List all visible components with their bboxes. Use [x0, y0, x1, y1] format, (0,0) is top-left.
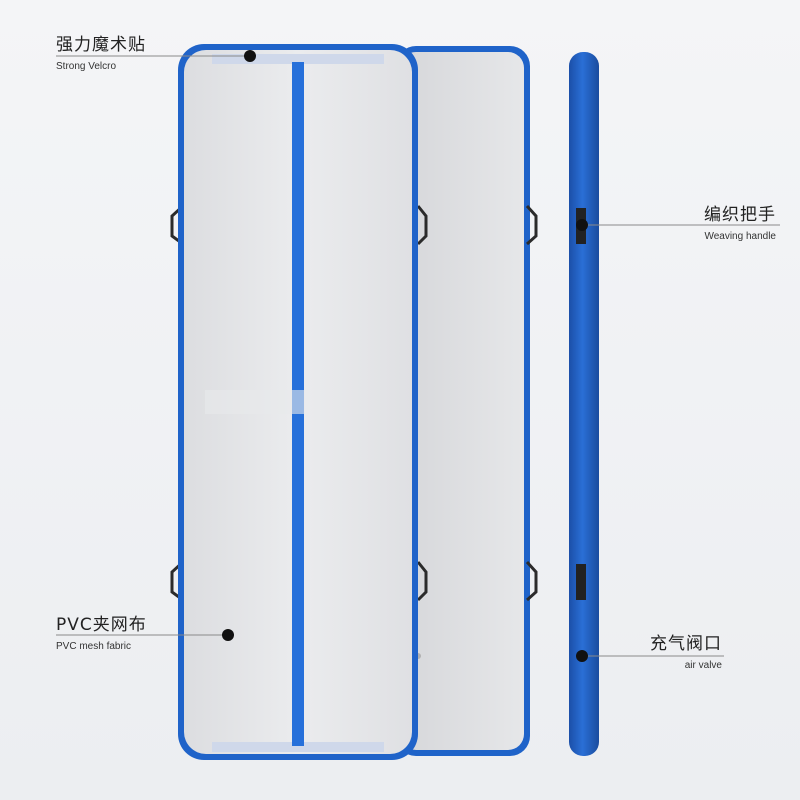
velcro-strip-bottom — [212, 742, 384, 752]
callout-strong-velcro: 强力魔术贴 Strong Velcro — [56, 30, 146, 72]
callout-valve-en: air valve — [684, 660, 722, 671]
callout-velcro-en: Strong Velcro — [56, 61, 117, 72]
callout-valve-zh: 充气阀口 — [650, 634, 722, 654]
callout-pvc-mesh-fabric: PVC夹网布 PVC mesh fabric — [56, 610, 147, 652]
handle-pointer-dot — [576, 219, 588, 231]
back-mat-panel — [396, 46, 538, 756]
pvc-pointer-dot — [222, 629, 234, 641]
valve-pointer-dot — [576, 650, 588, 662]
velcro-strip-top — [212, 54, 384, 64]
callout-handle-zh: 编织把手 — [704, 205, 776, 225]
leader-lines — [56, 50, 780, 662]
front-mat-panel — [170, 44, 418, 760]
callout-air-valve: 充气阀口 air valve — [522, 629, 722, 671]
callout-handle-en: Weaving handle — [704, 231, 776, 242]
callout-velcro-zh: 强力魔术贴 — [56, 35, 146, 55]
velcro-pointer-dot — [244, 50, 256, 62]
callout-weaving-handle: 编织把手 Weaving handle — [576, 200, 776, 242]
callout-pvc-en: PVC mesh fabric — [56, 641, 132, 652]
callout-pvc-zh: PVC夹网布 — [56, 615, 147, 635]
